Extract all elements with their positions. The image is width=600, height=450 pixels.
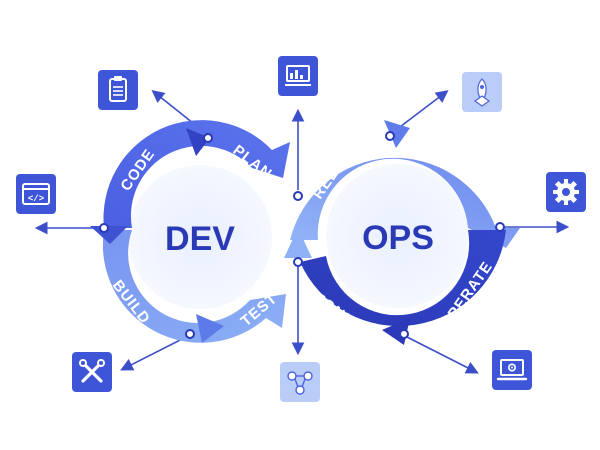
svg-text:</>: </> (28, 194, 44, 204)
left-ring-arrow-top (186, 128, 210, 156)
dot-top-center (293, 191, 303, 201)
gear-icon (546, 172, 586, 212)
ring-dots (99, 131, 505, 339)
dot-right (495, 222, 505, 232)
right-ring-arrow-top (384, 120, 410, 148)
ops-inner-circle (326, 164, 470, 308)
center-up-arrow (284, 228, 312, 258)
clipboard-icon (98, 70, 138, 110)
dot-bottom-left (185, 329, 195, 339)
build-test-arc (102, 230, 286, 343)
workflow-icon (280, 362, 320, 402)
dashboard-icon (278, 56, 318, 96)
left-ring-arrow-bottom (196, 314, 224, 343)
left-ring-arrow-left (90, 226, 128, 244)
rocket-icon (462, 72, 502, 112)
code-window-icon: </> (16, 174, 56, 214)
dot-bottom-center (293, 257, 303, 267)
tools-icon (72, 352, 112, 392)
laptop-settings-icon (492, 350, 532, 390)
code-plan-arc (103, 120, 290, 228)
connector-bottom-right (404, 335, 479, 374)
monitor-operate-arc (300, 230, 506, 327)
center-label-dev: DEV (165, 220, 235, 258)
dot-bottom-right (399, 329, 409, 339)
dot-top-right (385, 131, 395, 141)
center-label-ops: OPS (362, 219, 434, 257)
dot-left (99, 223, 109, 233)
dot-top-left (203, 133, 213, 143)
dev-inner-circle (128, 165, 272, 309)
connector-bottom-left (120, 335, 189, 371)
